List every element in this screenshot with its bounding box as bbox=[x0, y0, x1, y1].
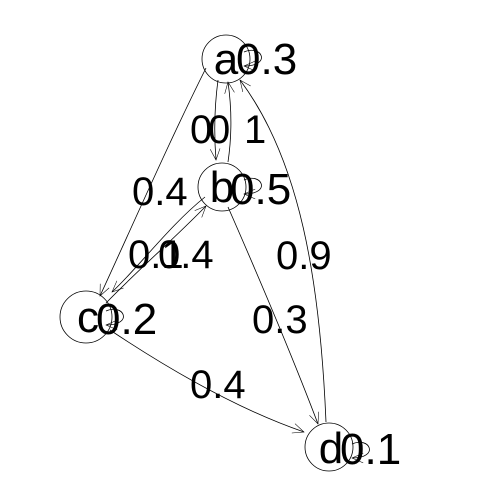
edge-a-b-label-overlap: 0 bbox=[208, 108, 230, 152]
node-d-circle bbox=[304, 422, 354, 472]
node-b-circle bbox=[197, 162, 247, 212]
node-c: c bbox=[59, 290, 113, 344]
loop-d bbox=[351, 441, 370, 464]
edge-b-d bbox=[227, 206, 319, 425]
edge-b-a-label: 1 bbox=[244, 108, 266, 152]
loop-a-label: 0.3 bbox=[236, 35, 297, 84]
node-a-circle bbox=[201, 34, 251, 84]
edge-b-c bbox=[111, 196, 206, 293]
edge-a-b-label: 0 bbox=[190, 108, 212, 152]
edges bbox=[99, 67, 327, 434]
edge-b-a bbox=[224, 81, 235, 163]
node-a-label: a bbox=[214, 35, 239, 84]
node-b: b bbox=[197, 162, 247, 212]
edge-d-a bbox=[239, 79, 327, 423]
node-d: d bbox=[304, 422, 354, 473]
edge-c-b-label: 0.4 bbox=[158, 233, 214, 277]
edge-a-c-label: 0.4 bbox=[132, 170, 188, 214]
edge-a-b bbox=[209, 79, 221, 161]
edge-c-d bbox=[109, 329, 305, 434]
edge-c-b bbox=[105, 205, 207, 304]
loop-c-label: 0.2 bbox=[96, 295, 157, 344]
loop-b bbox=[243, 177, 262, 200]
node-b-label: b bbox=[210, 163, 234, 212]
edge-b-d-label: 0.3 bbox=[252, 298, 308, 342]
node-a: a bbox=[201, 34, 251, 84]
node-c-circle bbox=[59, 290, 113, 344]
loop-d-label: 0.1 bbox=[340, 425, 401, 474]
edge-d-a-label: 0.9 bbox=[276, 234, 332, 278]
node-d-label: d bbox=[319, 424, 343, 473]
edge-a-c bbox=[99, 67, 207, 297]
edge-c-d-label: 0.4 bbox=[190, 363, 246, 407]
loop-b-label: 0.5 bbox=[230, 165, 291, 214]
edge-b-c-label: 0.1 bbox=[128, 233, 184, 277]
node-c-label: c bbox=[77, 293, 99, 342]
